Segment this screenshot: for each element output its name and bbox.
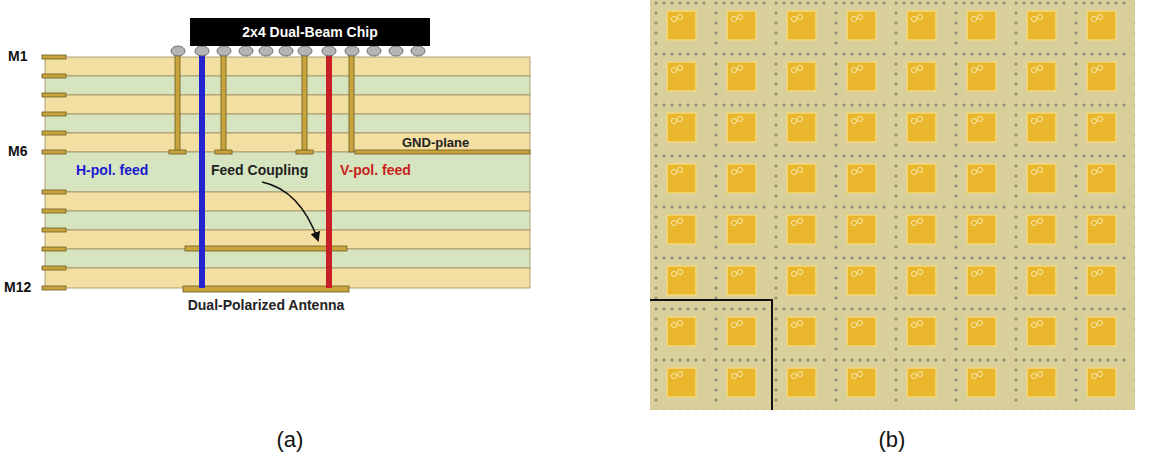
plane-label: GND-plane [402,136,469,150]
antenna-patch [183,286,349,292]
panel-caption: (a) [277,428,304,452]
subarray-outline [650,300,772,410]
coupling-arrow [262,182,318,240]
metal-stubs [42,55,66,290]
h-pol-via [199,50,205,288]
panel-caption: (b) [879,428,906,452]
chip-label: 2x4 Dual-Beam Chip [242,24,377,40]
layer-name: M1 [8,49,27,64]
v-pol-via [326,50,332,288]
layer-name: M6 [8,144,27,159]
dielectric-layers [45,57,530,288]
antenna-label: Dual-Polarized Antenna [188,298,345,313]
feed-label: V-pol. feed [340,163,411,178]
feed-label: Feed Coupling [211,163,308,178]
photo-background [650,0,1135,410]
coupling-patch [185,246,347,251]
layer-name: M12 [4,280,31,295]
feed-label: H-pol. feed [76,163,148,178]
solder-balls [171,46,425,56]
ground-plane [355,150,530,154]
chip-box: 2x4 Dual-Beam Chip [190,18,430,46]
antenna-array [650,0,1135,410]
